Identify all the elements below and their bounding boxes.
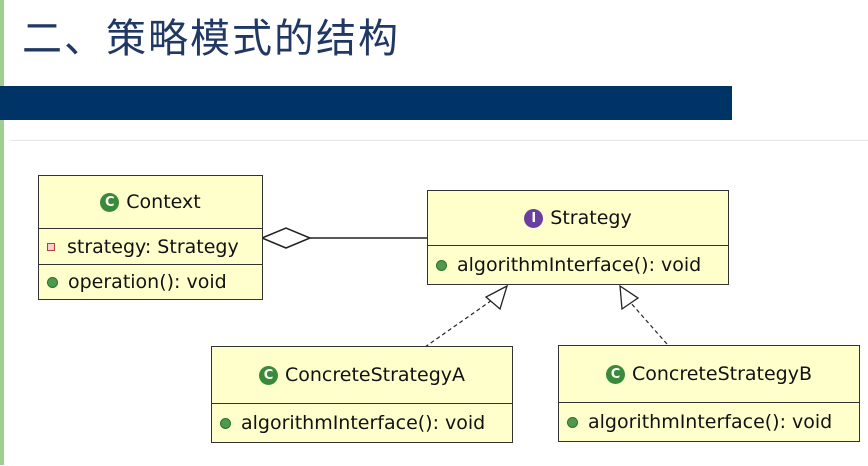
strategy-operation-row: algorithmInterface(): void — [428, 246, 728, 284]
class-icon: C — [100, 192, 120, 212]
context-attribute-row: strategy: Strategy — [39, 229, 262, 265]
concrete-strategy-a-name: ConcreteStrategyA — [284, 364, 465, 386]
interface-icon: I — [524, 208, 544, 228]
strategy-interface[interactable]: I Strategy algorithmInterface(): void — [427, 190, 729, 285]
concrete-strategy-a-header: C ConcreteStrategyA — [212, 347, 512, 404]
title-banner — [0, 86, 732, 120]
public-method-icon — [436, 259, 447, 271]
public-method-icon — [220, 417, 231, 429]
concrete-strategy-a-class[interactable]: C ConcreteStrategyA algorithmInterface()… — [211, 346, 513, 443]
class-icon: C — [605, 364, 625, 384]
slide-title: 二、策略模式的结构 — [22, 16, 400, 62]
public-method-icon — [567, 416, 578, 428]
public-method-icon — [47, 276, 58, 288]
concrete-strategy-b-operation-row: algorithmInterface(): void — [559, 403, 859, 441]
strategy-operation: algorithmInterface(): void — [457, 254, 702, 276]
context-class-name: Context — [126, 191, 201, 213]
class-icon: C — [258, 365, 278, 385]
context-class[interactable]: C Context strategy: Strategy operation()… — [38, 175, 263, 300]
left-accent-bar — [0, 0, 4, 465]
context-class-header: C Context — [39, 176, 262, 229]
strategy-interface-header: I Strategy — [428, 191, 728, 246]
concrete-strategy-a-operation-row: algorithmInterface(): void — [212, 404, 512, 442]
concrete-strategy-b-operation: algorithmInterface(): void — [588, 411, 833, 433]
context-operation-row: operation(): void — [39, 265, 262, 299]
strategy-interface-name: Strategy — [550, 207, 632, 229]
concrete-strategy-b-header: C ConcreteStrategyB — [559, 346, 859, 403]
realization-line-a — [424, 297, 496, 348]
context-attribute: strategy: Strategy — [67, 235, 239, 258]
concrete-strategy-b-name: ConcreteStrategyB — [631, 363, 813, 385]
aggregation-diamond — [260, 227, 312, 249]
concrete-strategy-a-operation: algorithmInterface(): void — [241, 412, 486, 434]
realization-arrow-b — [619, 284, 640, 311]
realization-line-b — [629, 301, 668, 345]
concrete-strategy-b-class[interactable]: C ConcreteStrategyB algorithmInterface()… — [558, 345, 860, 442]
context-operation: operation(): void — [68, 271, 227, 293]
private-field-icon — [47, 242, 55, 251]
realization-arrow-a — [484, 284, 509, 311]
